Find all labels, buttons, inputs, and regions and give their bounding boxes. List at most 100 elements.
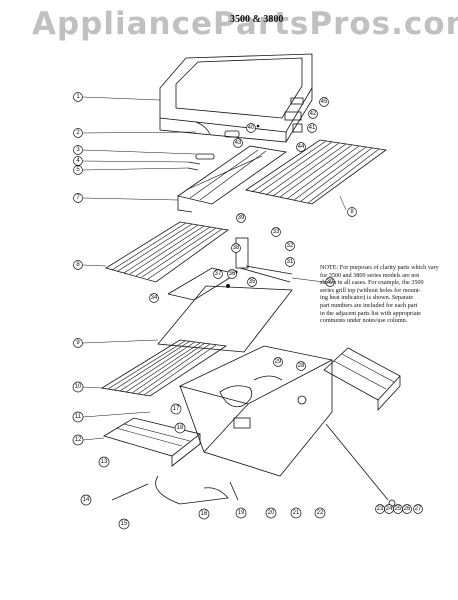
callout-30: 30 bbox=[325, 277, 335, 287]
callout-number: 44 bbox=[298, 144, 305, 150]
callout-29: 29 bbox=[273, 357, 283, 367]
callout-number: 27 bbox=[415, 506, 422, 512]
callout-number: 13 bbox=[101, 459, 108, 465]
grill-top-hood bbox=[159, 53, 313, 143]
note-line-4: series grill top (without holes for moun… bbox=[320, 286, 421, 294]
callout-38: 38 bbox=[231, 243, 241, 253]
callout-36: 36 bbox=[227, 269, 237, 279]
callout-5: 5 bbox=[73, 165, 83, 175]
note-line-8: comments under notes/use column. bbox=[320, 317, 408, 325]
frame-legs bbox=[111, 423, 396, 507]
shelf-right bbox=[323, 347, 401, 412]
callout-22: 22 bbox=[314, 507, 326, 519]
warming-rack bbox=[177, 145, 288, 213]
callout-15: 15 bbox=[118, 518, 130, 530]
hood-hardware bbox=[224, 97, 304, 138]
callout-43: 43 bbox=[233, 138, 243, 148]
callout-number: 1 bbox=[76, 94, 80, 100]
callout-number: 35 bbox=[249, 279, 256, 285]
callout-4: 4 bbox=[73, 156, 83, 166]
leader-lines bbox=[82, 96, 347, 441]
callout-35: 35 bbox=[247, 277, 257, 287]
callout-19: 19 bbox=[235, 507, 247, 519]
callout-9: 9 bbox=[73, 338, 83, 348]
callout-number: 41 bbox=[309, 125, 316, 131]
callout-1: 1 bbox=[73, 92, 83, 102]
callout-7: 7 bbox=[73, 193, 83, 203]
callout-number: 33 bbox=[273, 229, 280, 235]
callout-number: 19 bbox=[238, 510, 245, 516]
callout-14: 14 bbox=[80, 494, 92, 506]
callout-number: 17 bbox=[173, 406, 180, 412]
callout-number: 31 bbox=[287, 259, 294, 265]
callout-26: 26 bbox=[402, 504, 412, 514]
callout-33: 33 bbox=[271, 227, 281, 237]
callout-21: 21 bbox=[290, 507, 302, 519]
callout-32: 32 bbox=[285, 241, 295, 251]
callout-number: 8 bbox=[76, 262, 80, 268]
callout-45: 45 bbox=[319, 97, 329, 107]
callout-labels: 1 2 3 4 5 7 8 8 9 10 11 12 13 14 15 16 1… bbox=[72, 92, 423, 530]
callout-number: 18 bbox=[177, 425, 184, 431]
callout-number: 22 bbox=[317, 510, 324, 516]
callout-number: 21 bbox=[293, 510, 300, 516]
shelf-left bbox=[103, 417, 201, 467]
callout-34: 34 bbox=[149, 293, 159, 303]
callout-number: 23 bbox=[377, 506, 384, 512]
callout-number: 20 bbox=[268, 510, 275, 516]
grill-base bbox=[178, 345, 334, 477]
callout-number: 30 bbox=[327, 279, 334, 285]
callout-24: 24 bbox=[384, 504, 394, 514]
handle-parts bbox=[187, 153, 215, 171]
callout-number: 32 bbox=[287, 243, 294, 249]
note-line-7: in the adjacent parts list with appropri… bbox=[320, 309, 422, 317]
callout-number: 7 bbox=[76, 195, 80, 201]
callout-number: 14 bbox=[83, 497, 90, 503]
callout-number: 5 bbox=[76, 167, 80, 173]
callout-number: 15 bbox=[121, 521, 128, 527]
callout-2: 2 bbox=[73, 128, 83, 138]
model-title: 3500 & 3800 bbox=[230, 14, 284, 25]
lava-rocks bbox=[157, 285, 293, 353]
callout-number: 25 bbox=[395, 506, 402, 512]
callout-number: 39 bbox=[238, 215, 245, 221]
note-line-3: shown in all cases. For example, the 350… bbox=[320, 279, 424, 287]
note-line-5: ing heat indicator) is shown. Separate bbox=[320, 294, 414, 302]
callout-41: 41 bbox=[307, 123, 317, 133]
callout-44: 44 bbox=[296, 142, 306, 152]
callout-8-left: 8 bbox=[73, 260, 83, 270]
callout-number: 26 bbox=[404, 506, 411, 512]
callout-27: 27 bbox=[413, 504, 423, 514]
callout-10: 10 bbox=[72, 381, 84, 393]
callout-number: 37 bbox=[215, 271, 222, 277]
callout-39: 39 bbox=[236, 213, 246, 223]
callout-28: 28 bbox=[296, 361, 306, 371]
note-line-6: part numbers are included for each part bbox=[320, 301, 418, 309]
note-text-block: NOTE: For purposes of clarity parts whic… bbox=[320, 264, 452, 325]
callout-number: 29 bbox=[275, 359, 282, 365]
callout-number: 8 bbox=[350, 209, 354, 215]
callout-42: 42 bbox=[308, 109, 318, 119]
callout-12: 12 bbox=[72, 434, 84, 446]
callout-number: 45 bbox=[321, 99, 328, 105]
callout-number: 43 bbox=[235, 140, 242, 146]
callout-40: 40 bbox=[246, 123, 256, 133]
cooking-grid-lower bbox=[105, 221, 230, 283]
callout-23: 23 bbox=[375, 504, 385, 514]
note-line-1: NOTE: For purposes of clarity parts whic… bbox=[320, 264, 439, 271]
callout-31: 31 bbox=[285, 257, 295, 267]
callout-number: 3 bbox=[76, 147, 80, 153]
callout-20: 20 bbox=[265, 507, 277, 519]
callout-number: 16 bbox=[201, 511, 208, 517]
callout-number: 42 bbox=[310, 111, 317, 117]
callout-17: 17 bbox=[170, 403, 182, 415]
rock-grate bbox=[100, 339, 228, 397]
callout-18: 18 bbox=[174, 422, 186, 434]
callout-number: 4 bbox=[76, 158, 80, 164]
callout-number: 9 bbox=[76, 340, 80, 346]
callout-3: 3 bbox=[73, 145, 83, 155]
callout-number: 34 bbox=[151, 295, 158, 301]
callout-number: 24 bbox=[386, 506, 393, 512]
callout-number: 12 bbox=[75, 437, 82, 443]
